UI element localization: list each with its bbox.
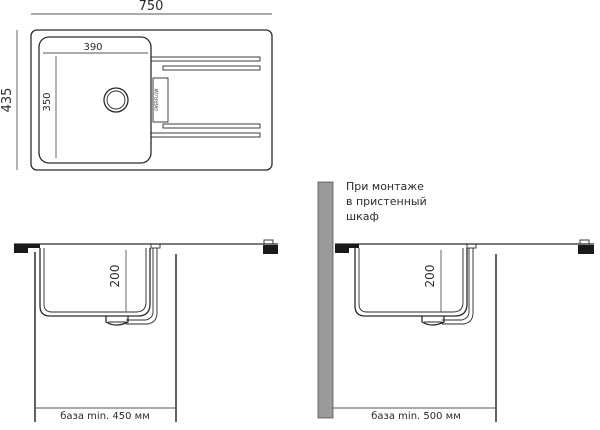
drainboard-grooves bbox=[150, 56, 261, 138]
left-rim-right bbox=[263, 239, 274, 245]
left-rim-left bbox=[28, 244, 40, 248]
bowl-outline bbox=[38, 36, 152, 164]
left-depth-dimension-label: 200 bbox=[108, 265, 122, 288]
groove-2 bbox=[162, 65, 261, 71]
right-countertop-edge-right bbox=[578, 245, 594, 254]
left-overflow-pipe-b bbox=[126, 248, 158, 325]
right-overflow-pipe-a bbox=[442, 248, 470, 321]
right-countertop-edge-left bbox=[335, 244, 349, 253]
top-view: 750 435 390 350 OVERFLOW bbox=[0, 0, 273, 171]
groove-1 bbox=[150, 56, 261, 62]
left-countertop-edge-right bbox=[263, 245, 278, 254]
depth-dimension-label: 435 bbox=[0, 88, 15, 113]
bowl-width-dimension-label: 390 bbox=[83, 42, 102, 53]
right-drain-fitting bbox=[421, 316, 445, 326]
left-bowl-profile bbox=[39, 248, 151, 317]
right-depth-dimension-label: 200 bbox=[423, 265, 437, 288]
groove-3 bbox=[162, 123, 261, 129]
left-section-view: 200 база min. 450 мм bbox=[14, 239, 278, 422]
left-base-dimension-label: база min. 450 мм bbox=[60, 411, 150, 422]
right-base-dimension-label: база min. 500 мм bbox=[371, 411, 461, 422]
right-bowl-profile bbox=[354, 248, 468, 317]
groove-4 bbox=[150, 132, 261, 138]
left-overflow-top bbox=[150, 243, 161, 249]
drain-inner-ring bbox=[106, 90, 126, 110]
mounting-note-line-3: шкаф bbox=[346, 210, 379, 223]
overflow-label: OVERFLOW bbox=[154, 89, 159, 112]
right-rim-right bbox=[579, 239, 590, 245]
right-bowl-inner bbox=[358, 248, 464, 313]
mounting-note-line-2: в пристенный bbox=[346, 195, 427, 208]
right-rim-left bbox=[349, 244, 359, 248]
drain-outer-ring bbox=[103, 87, 129, 113]
right-overflow-pipe-b bbox=[442, 248, 474, 325]
left-drain-fitting bbox=[105, 316, 129, 326]
wall bbox=[317, 181, 334, 419]
width-dimension-label: 750 bbox=[139, 0, 164, 14]
left-countertop-edge-left bbox=[14, 244, 28, 253]
bowl-depth-dimension-label: 350 bbox=[42, 92, 53, 111]
overflow-slot bbox=[152, 77, 169, 123]
sink-outline bbox=[30, 29, 273, 171]
right-section-view: При монтаже в пристенный шкаф 200 база m… bbox=[317, 180, 594, 422]
mounting-note-line-1: При монтаже bbox=[346, 180, 424, 193]
left-bowl-inner bbox=[43, 248, 147, 313]
left-overflow-pipe-a bbox=[126, 248, 154, 321]
right-overflow-top bbox=[466, 243, 477, 249]
